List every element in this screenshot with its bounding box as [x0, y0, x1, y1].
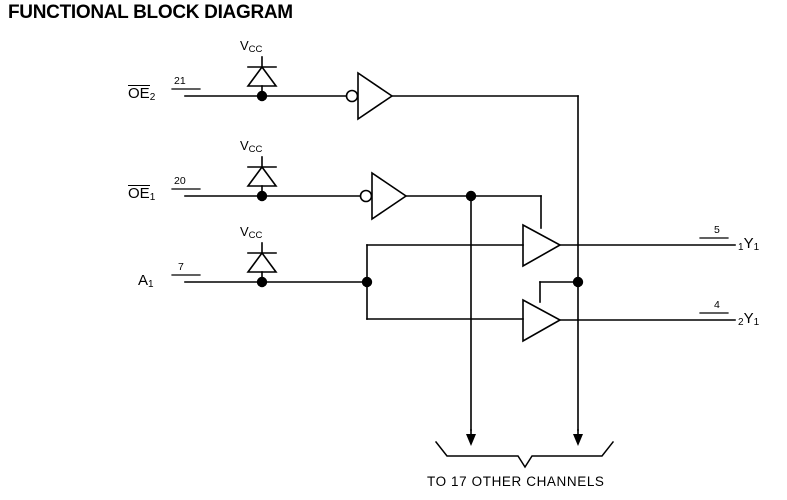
- diode-anode-triangle-oe2: [246, 65, 278, 87]
- pin-number-5: 5: [714, 224, 720, 236]
- channels-note: TO 17 OTHER CHANNELS: [427, 474, 605, 489]
- tristate-buffer-1y1: [522, 223, 562, 268]
- pin-number-7: 7: [178, 261, 184, 273]
- arrowhead-oe1-channels: [466, 434, 476, 446]
- vcc-label-oe2: VCC: [240, 38, 263, 55]
- inverter-bubble-oe1: [359, 189, 373, 203]
- junction-dot-oe2-enable: [572, 276, 584, 288]
- diode-anode-triangle-a1: [246, 251, 278, 273]
- input-label-a1: A1: [138, 272, 154, 290]
- inverter-bubble-oe2: [345, 89, 359, 103]
- input-label-oe1-text: OE: [128, 185, 150, 202]
- pin-number-20: 20: [174, 175, 186, 187]
- input-label-oe2-sub: 2: [149, 92, 156, 103]
- output-label-1y1: 1Y1: [738, 235, 760, 253]
- output-label-2y1: 2Y1: [738, 310, 760, 328]
- junction-dot-oe2-vcc: [256, 90, 268, 102]
- inverter-triangle-oe1: [371, 171, 408, 221]
- input-label-a1-sub: 1: [148, 279, 154, 290]
- input-label-oe2: OE2: [128, 85, 156, 103]
- junction-dot-oe1-vcc: [256, 190, 268, 202]
- vcc-label-a1: VCC: [240, 224, 263, 241]
- input-label-oe2-text: OE: [128, 85, 150, 102]
- junction-dot-a1-split: [361, 276, 373, 288]
- tristate-buffer-2y1: [522, 298, 562, 343]
- channels-brace: [434, 440, 615, 469]
- input-label-a1-text: A: [138, 272, 149, 289]
- page-title: FUNCTIONAL BLOCK DIAGRAM: [8, 2, 293, 23]
- pin-number-4: 4: [714, 299, 720, 311]
- arrowhead-oe2-channels: [573, 434, 583, 446]
- input-label-oe1: OE1: [128, 185, 156, 203]
- inverter-triangle-oe2: [357, 71, 394, 121]
- junction-dot-oe1-branch: [465, 190, 477, 202]
- junction-dot-a1-vcc: [256, 276, 268, 288]
- pin-number-21: 21: [174, 75, 186, 87]
- input-label-oe1-sub: 1: [149, 192, 156, 203]
- vcc-label-oe1: VCC: [240, 138, 263, 155]
- diode-anode-triangle-oe1: [246, 165, 278, 187]
